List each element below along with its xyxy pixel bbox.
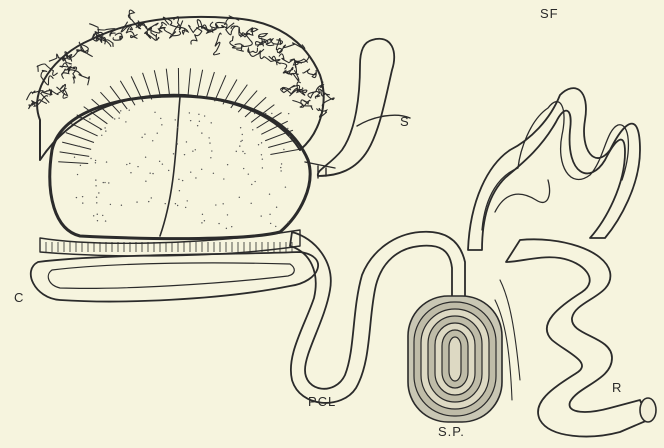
label-r: R bbox=[612, 380, 622, 395]
label-s: S bbox=[400, 114, 410, 129]
label-sf: SF bbox=[540, 6, 559, 21]
label-c: C bbox=[14, 290, 24, 305]
colon-c bbox=[31, 252, 318, 301]
stomach-tube-s bbox=[318, 39, 410, 176]
rectum-r bbox=[495, 239, 656, 436]
label-pcl: PCL bbox=[308, 394, 336, 409]
fold-sf bbox=[468, 88, 640, 250]
convoluted-gland-mass bbox=[27, 10, 335, 160]
label-sp: S.P. bbox=[438, 424, 465, 439]
spiral-valve-sp bbox=[408, 296, 502, 422]
liver-lobe bbox=[50, 96, 335, 239]
